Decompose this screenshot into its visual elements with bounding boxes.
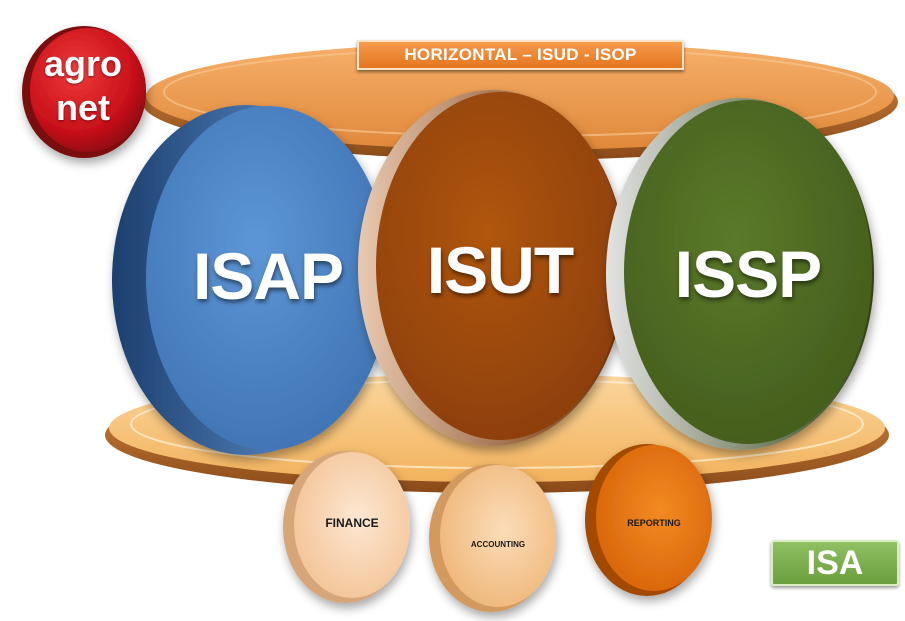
horizontal-banner: HORIZONTAL – ISUD - ISOP — [357, 40, 684, 70]
logo-line-2: net — [56, 87, 110, 128]
accounting-disc — [429, 464, 556, 612]
finance-label: FINANCE — [325, 516, 379, 530]
accounting-label: ACCOUNTING — [470, 540, 526, 549]
isa-badge: ISA — [771, 540, 899, 586]
finance-disc — [283, 451, 410, 603]
reporting-disc — [585, 444, 712, 596]
agronet-logo — [22, 26, 146, 158]
issp-disc — [606, 98, 874, 450]
isut-label: ISUT — [426, 233, 574, 307]
logo-line-1: agro — [43, 43, 122, 84]
agronet-logo-text: agro net — [28, 42, 138, 130]
isap-disc — [112, 105, 390, 455]
isap-label: ISAP — [192, 239, 344, 313]
isa-badge-label: ISA — [806, 543, 864, 582]
issp-label: ISSP — [674, 237, 822, 311]
isut-disc — [358, 90, 626, 446]
reporting-label: REPORTING — [627, 518, 681, 528]
banner-label: HORIZONTAL – ISUD - ISOP — [404, 45, 637, 64]
